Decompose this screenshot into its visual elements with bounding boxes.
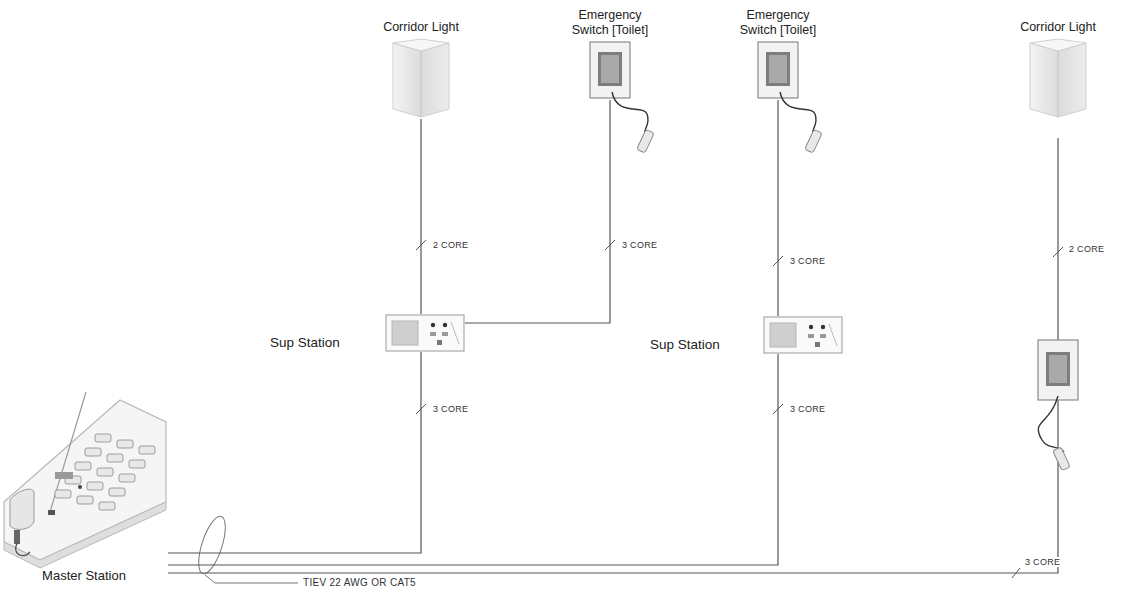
sup-node: Sup Station xyxy=(270,314,465,352)
cable-label: 3 CORE xyxy=(621,240,658,250)
core-tick xyxy=(605,240,615,250)
wire xyxy=(168,400,1058,573)
core-tick xyxy=(773,404,783,414)
cable-wire xyxy=(420,119,421,314)
emergency-switch-symbol xyxy=(565,42,655,100)
illustration xyxy=(733,42,823,100)
core-tick xyxy=(1053,247,1063,257)
illustration xyxy=(763,316,843,354)
illustration xyxy=(385,314,465,352)
core-tick xyxy=(773,256,783,266)
illustration xyxy=(565,42,655,100)
switch-node: Emergency Switch [Toilet] xyxy=(733,8,823,100)
cable-label: 3 CORE xyxy=(1024,557,1061,567)
switch-node: Emergency Switch [Toilet] xyxy=(565,8,655,100)
node-heading: Emergency Switch [Toilet] xyxy=(571,8,649,38)
node-heading: Sup Station xyxy=(650,337,720,352)
corridor-light-symbol xyxy=(1022,39,1094,119)
cable-wire xyxy=(168,352,421,553)
illustration xyxy=(385,39,457,119)
cable-wire xyxy=(777,100,778,316)
node-heading: Sup Station xyxy=(270,335,340,350)
master-station-symbol xyxy=(0,382,168,568)
pull-switch-symbol xyxy=(1038,340,1078,471)
cable-wire xyxy=(465,100,610,323)
light-node: Corridor Light xyxy=(1017,20,1099,119)
cable-label: 3 CORE xyxy=(432,404,469,414)
node-heading: Corridor Light xyxy=(380,20,462,35)
node-heading: Corridor Light xyxy=(1017,20,1099,35)
light-node: Corridor Light xyxy=(380,20,462,119)
core-tick xyxy=(1012,568,1020,578)
wire xyxy=(1057,138,1058,340)
cable-wire xyxy=(168,354,778,565)
leader-line xyxy=(205,575,298,583)
sup-station-symbol xyxy=(763,316,843,354)
cable-label: 2 CORE xyxy=(432,240,469,250)
core-tick xyxy=(416,404,426,414)
emergency-switch-symbol xyxy=(733,42,823,100)
cable-label: 3 CORE xyxy=(789,256,826,266)
core-tick xyxy=(416,240,426,250)
cable-label: 3 CORE xyxy=(789,404,826,414)
illustration xyxy=(0,382,168,568)
node-heading: Master Station xyxy=(42,568,126,583)
cable-label: 2 CORE xyxy=(1068,244,1105,254)
master-node: Master Station xyxy=(0,382,168,583)
cable-ellipse xyxy=(193,513,231,576)
sup-station-symbol xyxy=(385,314,465,352)
node-heading: Emergency Switch [Toilet] xyxy=(739,8,817,38)
corridor-light-symbol xyxy=(385,39,457,119)
illustration xyxy=(1022,39,1094,119)
sup-node: Sup Station xyxy=(650,316,843,354)
cable-label: TIEV 22 AWG OR CAT5 xyxy=(302,577,417,588)
